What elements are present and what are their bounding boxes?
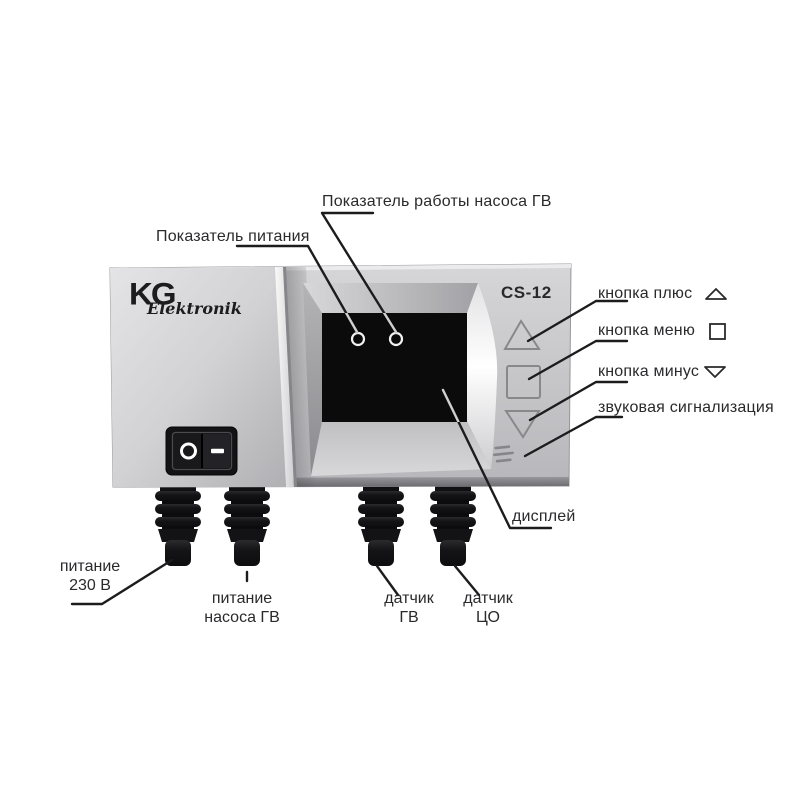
callout-minus [528, 380, 629, 422]
seam-ridge-highlight [275, 267, 294, 487]
label-power-indicator: Показатель питания [156, 228, 310, 245]
cable-pump-power [224, 484, 270, 566]
callout-sensor-gv [375, 564, 400, 597]
label-pump-run-indicator: Показатель работы насоса ГВ [322, 193, 552, 210]
left-cover-panel [110, 267, 286, 487]
callout-lines-on-display [344, 313, 460, 422]
label-power-230-line1: питание [59, 558, 121, 575]
label-pump-power-line1: питание [211, 590, 273, 607]
label-sound-alarm: звуковая сигнализация [598, 399, 774, 416]
label-power-230-line2: 230 В [69, 577, 111, 594]
power-led [350, 331, 366, 347]
callout-power-indicator [235, 244, 359, 334]
callout-lines [70, 211, 629, 606]
display-recess-bottom-face [311, 421, 491, 476]
brand-elektronik-text: Elektronik [147, 299, 242, 318]
label-power-230: питание 230 В [40, 557, 140, 595]
label-sensor-co-line1: датчик [463, 590, 513, 607]
plus-button [503, 319, 541, 350]
callout-menu [527, 339, 629, 381]
minus-button [504, 410, 541, 439]
brand-kg-text: KG [129, 275, 176, 312]
label-sensor-gv: датчик ГВ [359, 589, 459, 627]
label-pump-power-line2: насоса ГВ [204, 609, 280, 626]
label-sensor-gv-line2: ГВ [399, 609, 419, 626]
triangle-up-icon [705, 288, 727, 300]
menu-button [506, 365, 541, 399]
label-display: дисплей [512, 508, 576, 525]
label-sensor-gv-line1: датчик [384, 590, 434, 607]
label-button-minus: кнопка минус [598, 363, 700, 380]
callout-sensor-co [453, 564, 481, 597]
callout-pump-indicator [320, 211, 398, 334]
label-button-plus: кнопка плюс [598, 285, 693, 302]
display-recess-right-highlight [467, 283, 498, 469]
callout-display [441, 388, 553, 530]
label-button-menu: кнопка меню [598, 322, 696, 339]
label-pump-power: питание насоса ГВ [182, 589, 302, 627]
buzzer-grille [493, 445, 514, 463]
label-sensor-co-line2: ЦО [476, 609, 500, 626]
cable-sensor-co [430, 484, 476, 566]
display-recess-left-face [303, 283, 322, 476]
display-recess-top-face [303, 283, 478, 313]
callout-power-230 [70, 558, 174, 606]
model-label: CS-12 [501, 283, 552, 302]
label-sensor-co: датчик ЦО [438, 589, 538, 627]
brand-logo: KG Elektronik [129, 277, 242, 317]
callout-plus [526, 299, 629, 343]
square-icon [709, 323, 726, 340]
triangle-down-icon [704, 366, 726, 378]
cable-power-230 [155, 484, 201, 566]
switch-off-symbol [180, 442, 197, 460]
callout-sound [523, 415, 624, 458]
power-switch [165, 426, 238, 476]
switch-on-symbol [211, 448, 224, 454]
cable-sensor-gv [358, 484, 404, 566]
seam-groove [283, 267, 297, 487]
